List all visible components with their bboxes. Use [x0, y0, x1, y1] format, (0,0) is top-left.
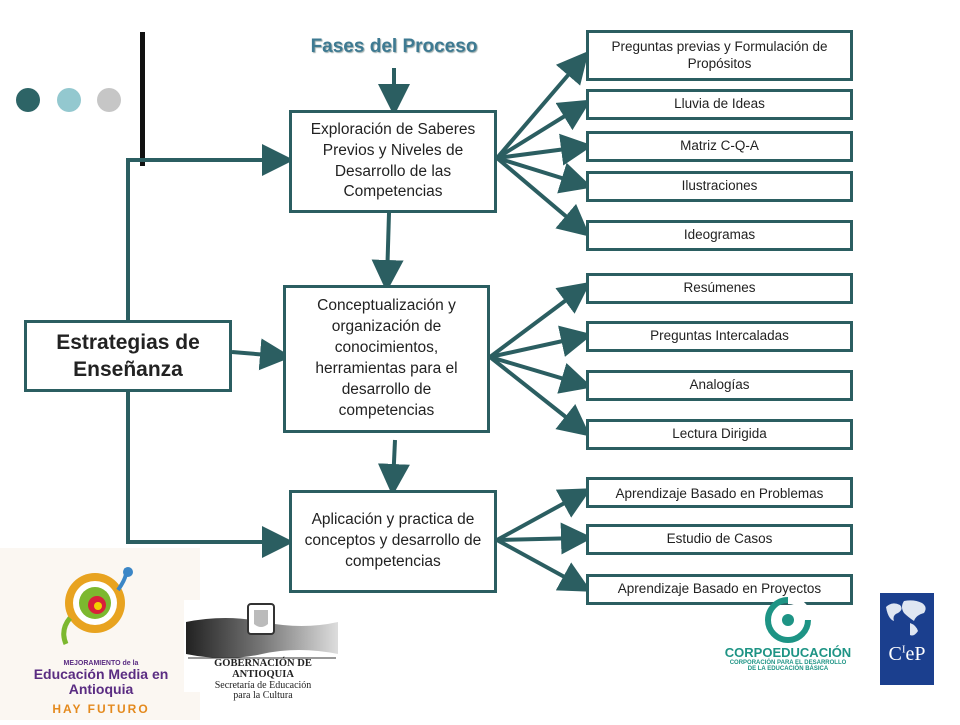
phase-label: Exploración de Saberes Previos y Niveles… [310, 120, 476, 201]
decor-bar [140, 32, 145, 166]
strategy-box: Ilustraciones [586, 171, 853, 202]
arrow-main-phase3 [126, 392, 294, 558]
strategy-box: Preguntas Intercaladas [586, 321, 853, 352]
strategy-box: Preguntas previas y Formulación de Propó… [586, 30, 853, 81]
strategy-box: Matriz C-Q-A [586, 131, 853, 162]
ciep-label: CIeP [888, 643, 926, 665]
strategy-label: Estudio de Casos [666, 531, 773, 547]
arrow-phase2-phase3 [377, 439, 410, 496]
strategy-label: Ilustraciones [681, 178, 758, 194]
diagram-title: Fases del Proceso [310, 36, 478, 57]
decor-dot-gray [97, 88, 121, 112]
strategy-label: Preguntas Intercaladas [650, 328, 789, 344]
main-node: Estrategias de Enseñanza [24, 320, 232, 392]
strategy-box: Analogías [586, 370, 853, 401]
phase-label: Aplicación y practica de conceptos y des… [304, 511, 482, 570]
strategy-label: Aprendizaje Basado en Problemas [615, 486, 824, 501]
phase-box-conceptualization: Conceptualización y organización de cono… [283, 285, 490, 433]
phase-label: Conceptualización y organización de cono… [315, 297, 458, 419]
strategy-label: Preguntas previas y Formulación de Propó… [611, 38, 828, 71]
arrow-main-phase2 [231, 338, 292, 371]
strategy-box: Ideogramas [586, 220, 853, 251]
strategy-box: Estudio de Casos [586, 524, 853, 555]
decor-dot-dark [16, 88, 40, 112]
strategy-label: Aprendizaje Basado en Proyectos [617, 581, 822, 597]
strategy-label: Resúmenes [683, 280, 756, 296]
strategy-box: Aprendizaje Basado en Problemas [586, 477, 853, 508]
logo-graphic [186, 603, 338, 659]
strategy-label: Ideogramas [683, 227, 756, 243]
logo-graphic [765, 596, 812, 643]
phase-box-application: Aplicación y practica de conceptos y des… [289, 490, 497, 593]
strategy-label: Lectura Dirigida [672, 426, 767, 442]
strategy-box: Resúmenes [586, 273, 853, 304]
arrow-main-phase1 [126, 144, 294, 320]
logo-educacion-media-antioquia: MEJORAMIENTO de la Educación Media en An… [0, 548, 200, 720]
strategy-box: Lectura Dirigida [586, 419, 853, 450]
strategy-label: Lluvia de Ideas [674, 96, 765, 112]
arrow-phase1-phase2 [371, 212, 404, 292]
logo-graphic [886, 600, 926, 636]
logo-corpoeducacion: CORPOEDUCACIÓN CORPORACIÓN PARA EL DESAR… [722, 596, 854, 690]
phase-box-exploration: Exploración de Saberes Previos y Niveles… [289, 110, 497, 213]
strategy-box: Aprendizaje Basado en Proyectos [586, 574, 853, 605]
strategy-label: Analogías [689, 377, 750, 393]
main-node-label: Estrategias de Enseñanza [56, 330, 200, 381]
logo-graphic [61, 567, 133, 645]
strategy-box: Lluvia de Ideas [586, 89, 853, 120]
strategy-label: Matriz C-Q-A [680, 138, 759, 154]
logo-gobernacion-antioquia: GOBERNACIÓN DE ANTIOQUIA Secretaría de E… [184, 600, 340, 701]
decor-dot-light [57, 88, 81, 112]
logo-ciep: CIeP [880, 593, 934, 685]
